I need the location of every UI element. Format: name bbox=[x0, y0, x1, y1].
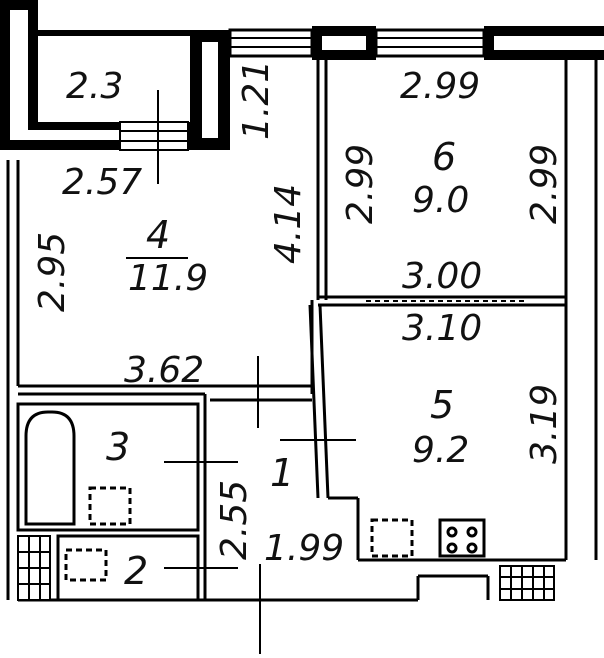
toilet-bowl bbox=[64, 548, 108, 582]
dim-balcony-bottom: 2.57 bbox=[62, 162, 142, 203]
fixtures bbox=[24, 410, 486, 582]
dim-balcony-depth: 1.21 bbox=[236, 60, 277, 140]
interior-walls bbox=[16, 60, 566, 602]
dim-room5-top: 3.10 bbox=[402, 308, 482, 349]
right-exterior-wall bbox=[564, 60, 598, 560]
room-3-number: 3 bbox=[106, 425, 130, 469]
dim-balcony-width: 2.3 bbox=[66, 66, 123, 107]
dim-room4-right: 4.14 bbox=[268, 184, 309, 264]
room-6-number: 6 bbox=[432, 135, 456, 179]
vent-grilles bbox=[17, 535, 555, 601]
room-5-area: 9.2 bbox=[412, 430, 469, 471]
stove bbox=[438, 518, 486, 558]
room-5-number: 5 bbox=[430, 383, 454, 427]
dim-room4-bottom: 3.62 bbox=[124, 350, 204, 391]
dim-room6-bottom: 3.00 bbox=[402, 256, 482, 297]
left-exterior-wall bbox=[6, 160, 20, 600]
dimension-ticks bbox=[126, 90, 528, 654]
dim-room6-right: 2.99 bbox=[524, 144, 565, 224]
dimension-labels: 2.3 1.21 2.57 2.95 4.14 3.62 2.99 2.99 2… bbox=[32, 60, 565, 569]
room-1-number: 1 bbox=[270, 451, 294, 495]
dim-room5-right: 3.19 bbox=[524, 384, 565, 464]
room-2-number: 2 bbox=[124, 549, 148, 593]
balcony-walls bbox=[0, 0, 196, 151]
room-4-area: 11.9 bbox=[128, 258, 208, 299]
dim-room6-top: 2.99 bbox=[400, 66, 480, 107]
sink bbox=[370, 518, 414, 558]
washbasin bbox=[88, 486, 132, 526]
dim-room4-side: 2.95 bbox=[32, 232, 73, 312]
bathtub bbox=[24, 410, 76, 526]
dim-hall-side: 2.55 bbox=[214, 480, 255, 560]
room-4-number: 4 bbox=[146, 213, 170, 257]
room-6-area: 9.0 bbox=[412, 180, 469, 221]
room-labels: 4 11.9 6 9.0 5 9.2 3 2 1 bbox=[106, 135, 469, 593]
dim-room6-left: 2.99 bbox=[340, 144, 381, 224]
dim-hall-bottom: 1.99 bbox=[264, 528, 344, 569]
top-exterior-wall bbox=[190, 26, 604, 150]
